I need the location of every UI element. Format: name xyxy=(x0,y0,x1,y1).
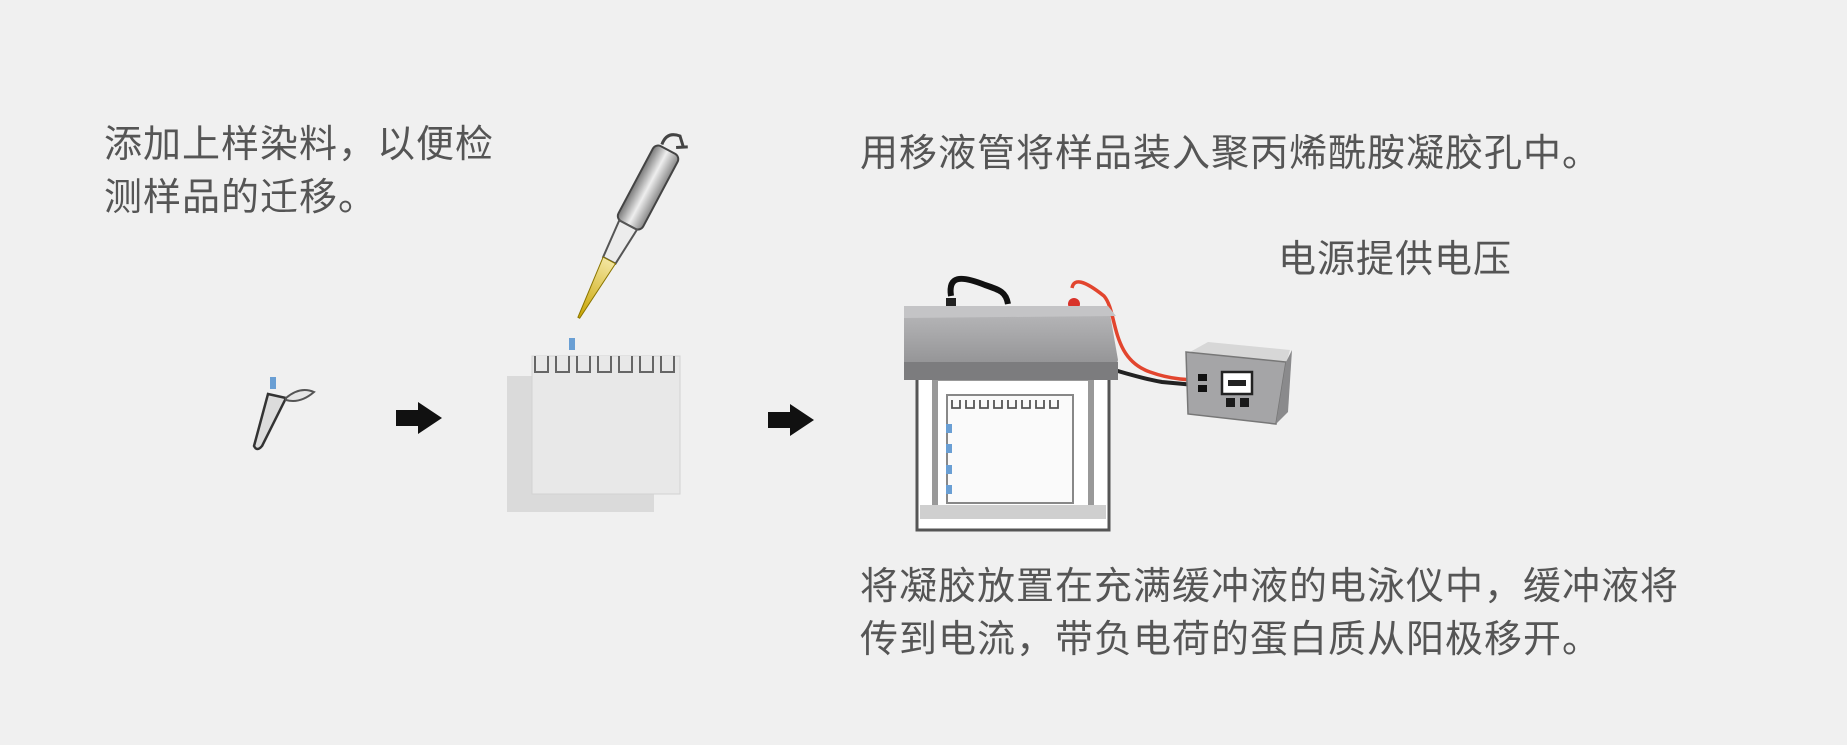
gel-in-tank xyxy=(946,394,1074,504)
tube-body xyxy=(252,392,288,451)
caption-power-supply: 电源提供电压 xyxy=(1278,237,1513,281)
gel-front-plate xyxy=(531,355,681,495)
sample-tube-icon xyxy=(252,377,316,451)
power-knob xyxy=(1226,398,1235,407)
caption-line: 将凝胶放置在充满缓冲液的电泳仪中，缓冲液将 xyxy=(860,564,1680,608)
power-knob xyxy=(1240,398,1249,407)
caption-load-sample: 用移液管将样品装入聚丙烯酰胺凝胶孔中。 xyxy=(860,131,1602,175)
gel-cassette xyxy=(507,338,681,512)
caption-line: 传到电流，带负电荷的蛋白质从阳极移开。 xyxy=(860,617,1602,661)
dye-drop xyxy=(270,377,276,389)
arrow-right-icon xyxy=(768,404,814,436)
caption-line: 测样品的迁移。 xyxy=(104,175,378,219)
protein-bands xyxy=(946,424,952,494)
gel-wells xyxy=(534,356,675,373)
pipette-icon xyxy=(577,133,688,319)
power-supply-icon xyxy=(1185,342,1292,425)
sample-drop xyxy=(569,338,575,350)
black-lead xyxy=(947,275,1011,305)
electrophoresis-tank xyxy=(904,275,1207,532)
caption-run-gel: 将凝胶放置在充满缓冲液的电泳仪中，缓冲液将 传到电流，带负电荷的蛋白质从阳极移开… xyxy=(860,560,1679,666)
arrow-right-icon xyxy=(396,402,442,434)
caption-add-dye: 添加上样染料，以便检 测样品的迁移。 xyxy=(104,118,494,224)
tube-cap xyxy=(285,389,316,402)
caption-line: 添加上样染料，以便检 xyxy=(104,122,495,166)
red-lead xyxy=(1070,280,1207,382)
